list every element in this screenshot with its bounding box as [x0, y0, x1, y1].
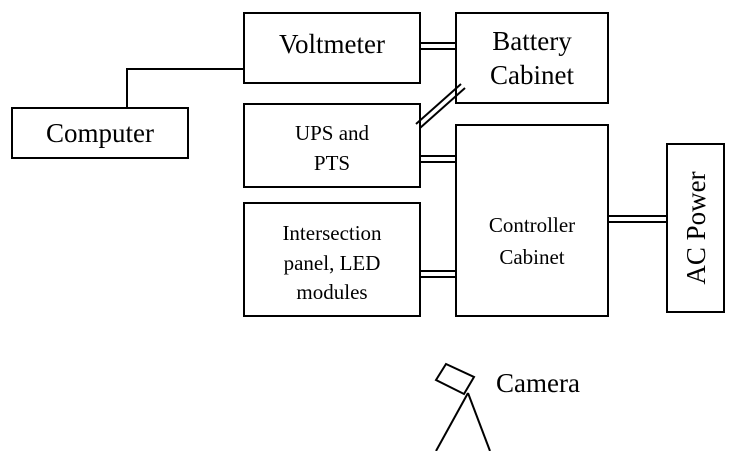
camera-icon	[434, 362, 491, 451]
connection-voltmeter-battery	[420, 42, 456, 50]
intersection-panel-node: Intersection panel, LED modules	[243, 202, 421, 317]
voltmeter-label: Voltmeter	[279, 29, 385, 59]
battery-cabinet-node: Battery Cabinet	[455, 12, 609, 104]
connection-ups-battery	[415, 83, 466, 129]
ups-pts-node: UPS and PTS	[243, 103, 421, 188]
controller-cabinet-label-line2: Cabinet	[499, 245, 564, 269]
ac-power-label: AC Power	[681, 171, 711, 284]
intersection-panel-label-line2: panel, LED	[284, 251, 381, 275]
voltmeter-node: Voltmeter	[243, 12, 421, 84]
ups-pts-label-line1: UPS and	[295, 121, 370, 145]
computer-node: Computer	[11, 107, 189, 159]
connection-controller-acpower	[608, 215, 667, 223]
controller-cabinet-node: Controller Cabinet	[455, 124, 609, 317]
battery-cabinet-label-line2: Cabinet	[490, 60, 574, 90]
connection-computer-voltmeter	[126, 68, 244, 108]
computer-label: Computer	[46, 118, 154, 148]
connection-intersection-controller	[420, 270, 456, 278]
camera-label: Camera	[496, 368, 580, 398]
intersection-panel-label-line1: Intersection	[282, 221, 382, 245]
battery-cabinet-label-line1: Battery	[492, 26, 572, 56]
ac-power-node: AC Power	[666, 143, 725, 313]
controller-cabinet-label-line1: Controller	[489, 213, 575, 237]
ups-pts-label-line2: PTS	[314, 151, 350, 175]
intersection-panel-label-line3: modules	[296, 280, 367, 304]
connection-ups-controller	[420, 155, 456, 163]
